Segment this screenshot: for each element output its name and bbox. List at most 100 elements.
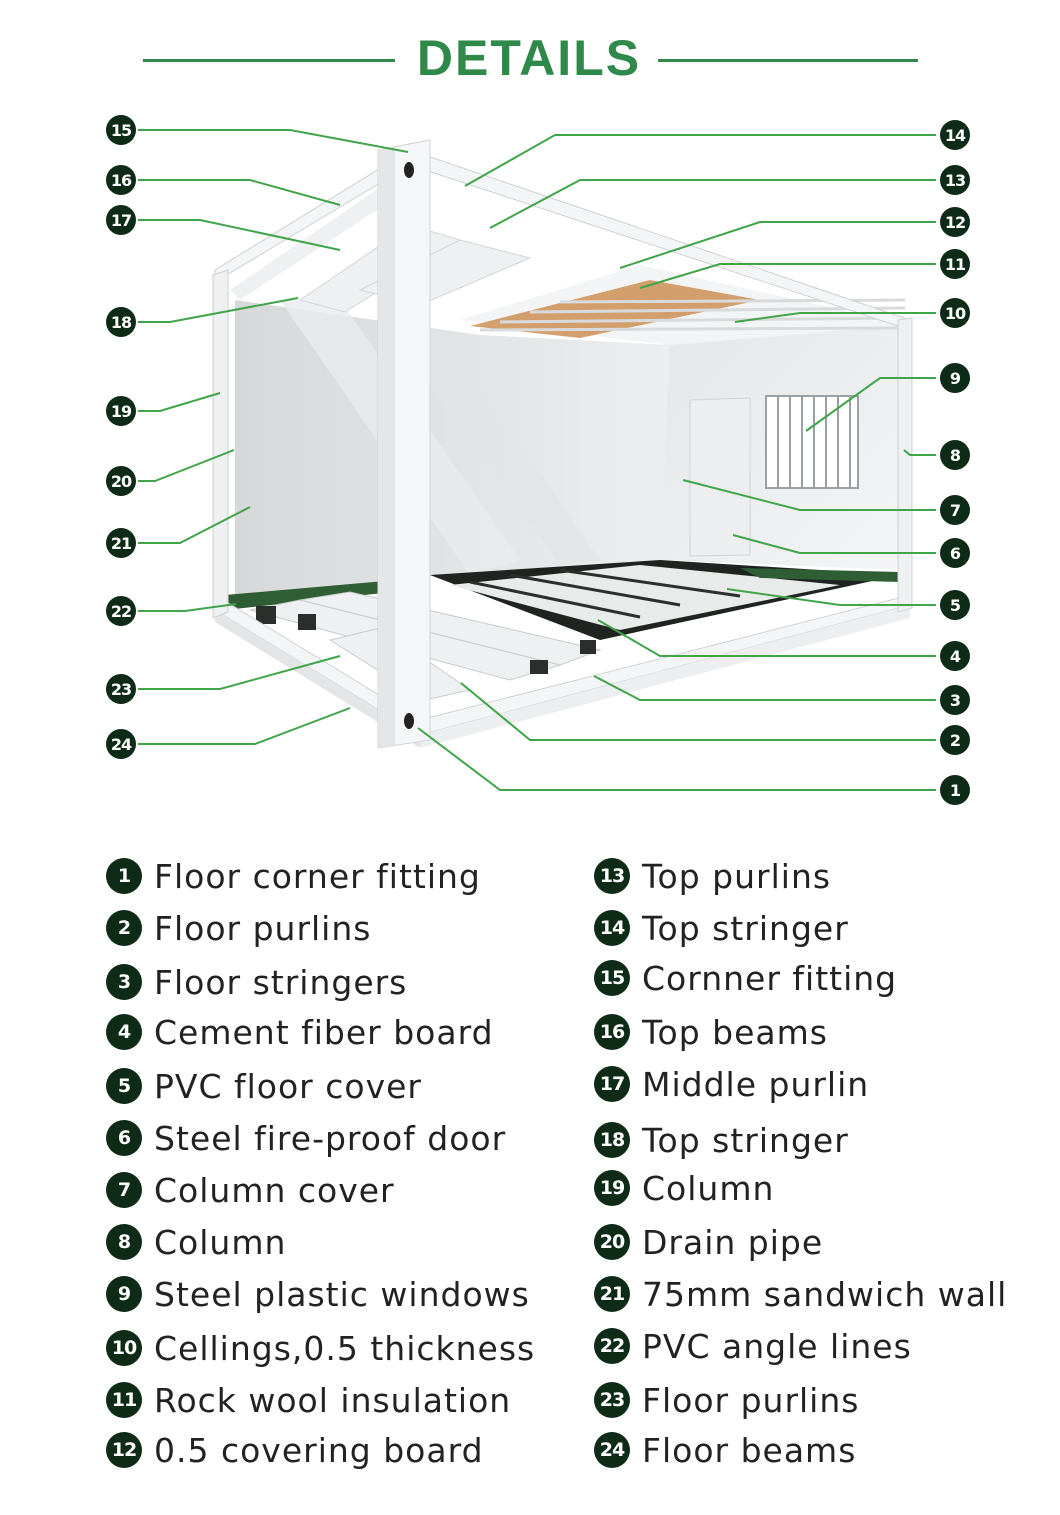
legend-number: 19: [594, 1170, 630, 1206]
legend-label: Rock wool insulation: [154, 1380, 512, 1420]
legend-label: Drain pipe: [642, 1222, 824, 1262]
svg-text:1: 1: [950, 781, 961, 800]
svg-text:10: 10: [945, 304, 966, 323]
legend-number: 2: [106, 910, 142, 946]
svg-text:7: 7: [950, 501, 960, 520]
legend-number: 6: [106, 1120, 142, 1156]
legend-label: Top purlins: [642, 856, 832, 896]
legend-number: 16: [594, 1014, 630, 1050]
svg-text:18: 18: [111, 313, 132, 332]
leader-lines: [138, 129, 936, 791]
callout-13: 13: [940, 165, 970, 195]
legend-label: Floor corner fitting: [154, 856, 481, 896]
legend-item: 14 Top stringer: [594, 906, 849, 950]
door: [689, 397, 751, 557]
legend-label: Top stringer: [642, 908, 849, 948]
svg-text:12: 12: [945, 213, 965, 232]
legend-number: 7: [106, 1172, 142, 1208]
page-title: DETAILS: [416, 30, 642, 86]
callout-15: 15: [106, 115, 136, 145]
legend-number: 22: [594, 1328, 630, 1364]
callout-badges: 15 16 17 18 19 20 21 22 23 24 14 13 12 1…: [106, 115, 970, 805]
callout-9: 9: [940, 363, 970, 393]
svg-text:15: 15: [111, 121, 132, 140]
sandwich-wall: [235, 300, 670, 600]
legend-number: 3: [106, 964, 142, 1000]
corner-fitting-bottom: [404, 713, 414, 729]
svg-text:20: 20: [111, 472, 132, 491]
legend-number: 21: [594, 1276, 630, 1312]
legend-number: 9: [106, 1276, 142, 1312]
legend-number: 10: [106, 1330, 142, 1366]
legend-item: 23 Floor purlins: [594, 1378, 859, 1422]
legend-label: Cornner fitting: [642, 958, 898, 998]
legend-number: 12: [106, 1432, 142, 1468]
callout-3: 3: [940, 685, 970, 715]
svg-text:24: 24: [111, 735, 132, 754]
svg-text:13: 13: [945, 171, 965, 190]
callout-1: 1: [940, 775, 970, 805]
legend-label: Steel fire-proof door: [154, 1118, 507, 1158]
legend-label: Column: [642, 1168, 775, 1208]
legend-number: 15: [594, 960, 630, 996]
legend-number: 4: [106, 1014, 142, 1050]
svg-text:23: 23: [111, 680, 131, 699]
legend-item: 22 PVC angle lines: [594, 1324, 912, 1368]
legend-number: 18: [594, 1122, 630, 1158]
callout-24: 24: [106, 729, 136, 759]
legend-item: 2 Floor purlins: [106, 906, 371, 950]
header-rule-right: [658, 59, 918, 62]
legend-label: Floor purlins: [154, 908, 372, 948]
legend-label: Top stringer: [642, 1120, 849, 1160]
legend-item: 6 Steel fire-proof door: [106, 1116, 506, 1160]
callout-8: 8: [940, 440, 970, 470]
callout-22: 22: [106, 596, 136, 626]
callout-4: 4: [940, 641, 970, 671]
legend-number: 11: [106, 1382, 142, 1418]
legend-label: Floor purlins: [642, 1380, 860, 1420]
details-header: DETAILS: [0, 28, 1060, 92]
corner-fitting-top: [404, 162, 414, 178]
container-house-diagram: 15 16 17 18 19 20 21 22 23 24 14 13 12 1…: [106, 115, 970, 805]
callout-6: 6: [940, 538, 970, 568]
legend-label: PVC angle lines: [642, 1326, 912, 1366]
callout-20: 20: [106, 466, 136, 496]
legend-item: 20 Drain pipe: [594, 1220, 823, 1264]
legend-item: 19 Column: [594, 1166, 774, 1210]
legend-number: 20: [594, 1224, 630, 1260]
callout-17: 17: [106, 205, 136, 235]
legend-number: 14: [594, 910, 630, 946]
callout-2: 2: [940, 725, 970, 755]
legend-number: 13: [594, 858, 630, 894]
legend-label: 0.5 covering board: [154, 1430, 484, 1470]
svg-text:21: 21: [111, 534, 132, 553]
callout-11: 11: [940, 249, 970, 279]
svg-text:17: 17: [111, 211, 131, 230]
legend-label: PVC floor cover: [154, 1066, 422, 1106]
legend-item: 13 Top purlins: [594, 854, 831, 898]
svg-text:4: 4: [950, 647, 961, 666]
legend-number: 8: [106, 1224, 142, 1260]
legend-label: Column cover: [154, 1170, 395, 1210]
legend-item: 12 0.5 covering board: [106, 1428, 484, 1472]
callout-21: 21: [106, 528, 136, 558]
svg-text:5: 5: [950, 596, 961, 615]
back-right-column: [897, 317, 913, 613]
callout-16: 16: [106, 165, 136, 195]
legend-label: Middle purlin: [642, 1064, 870, 1104]
legend-number: 23: [594, 1382, 630, 1418]
header-rule-left: [143, 59, 395, 62]
callout-14: 14: [940, 120, 970, 150]
svg-text:14: 14: [945, 126, 966, 145]
svg-text:8: 8: [950, 446, 961, 465]
callout-5: 5: [940, 590, 970, 620]
svg-text:9: 9: [950, 369, 961, 388]
legend-item: 11 Rock wool insulation: [106, 1378, 511, 1422]
